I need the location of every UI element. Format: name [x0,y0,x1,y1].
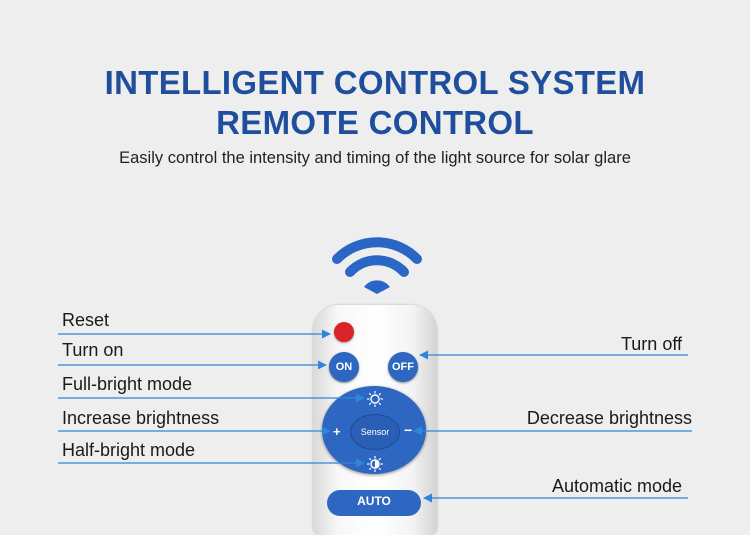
half-bright-sun-icon[interactable] [366,455,384,473]
callout-half-bright: Half-bright mode [62,440,196,460]
callout-turn-on: Turn on [62,340,124,360]
callout-reset: Reset [62,310,110,330]
callout-arrows [58,329,692,503]
callout-full-bright: Full-bright mode [62,374,193,394]
callout-decrease: Decrease brightness [526,408,692,428]
callout-automatic: Automatic mode [551,476,682,496]
wireless-signal-icon [332,237,422,294]
page-subtitle: Easily control the intensity and timing … [119,149,631,167]
sensor-button[interactable]: Sensor [350,414,400,450]
callout-increase: Increase brightness [62,408,220,428]
increase-brightness-button[interactable]: + [333,424,341,439]
decrease-brightness-button[interactable]: − [404,422,413,438]
callout-turn-off: Turn off [620,334,682,354]
page-title-line1: INTELLIGENT CONTROL SYSTEM [104,64,646,101]
on-button[interactable]: ON [329,352,359,382]
full-bright-sun-icon[interactable] [366,390,384,408]
off-button[interactable]: OFF [388,352,418,382]
reset-button[interactable] [334,322,354,342]
page-title-line2: REMOTE CONTROL [216,104,534,141]
